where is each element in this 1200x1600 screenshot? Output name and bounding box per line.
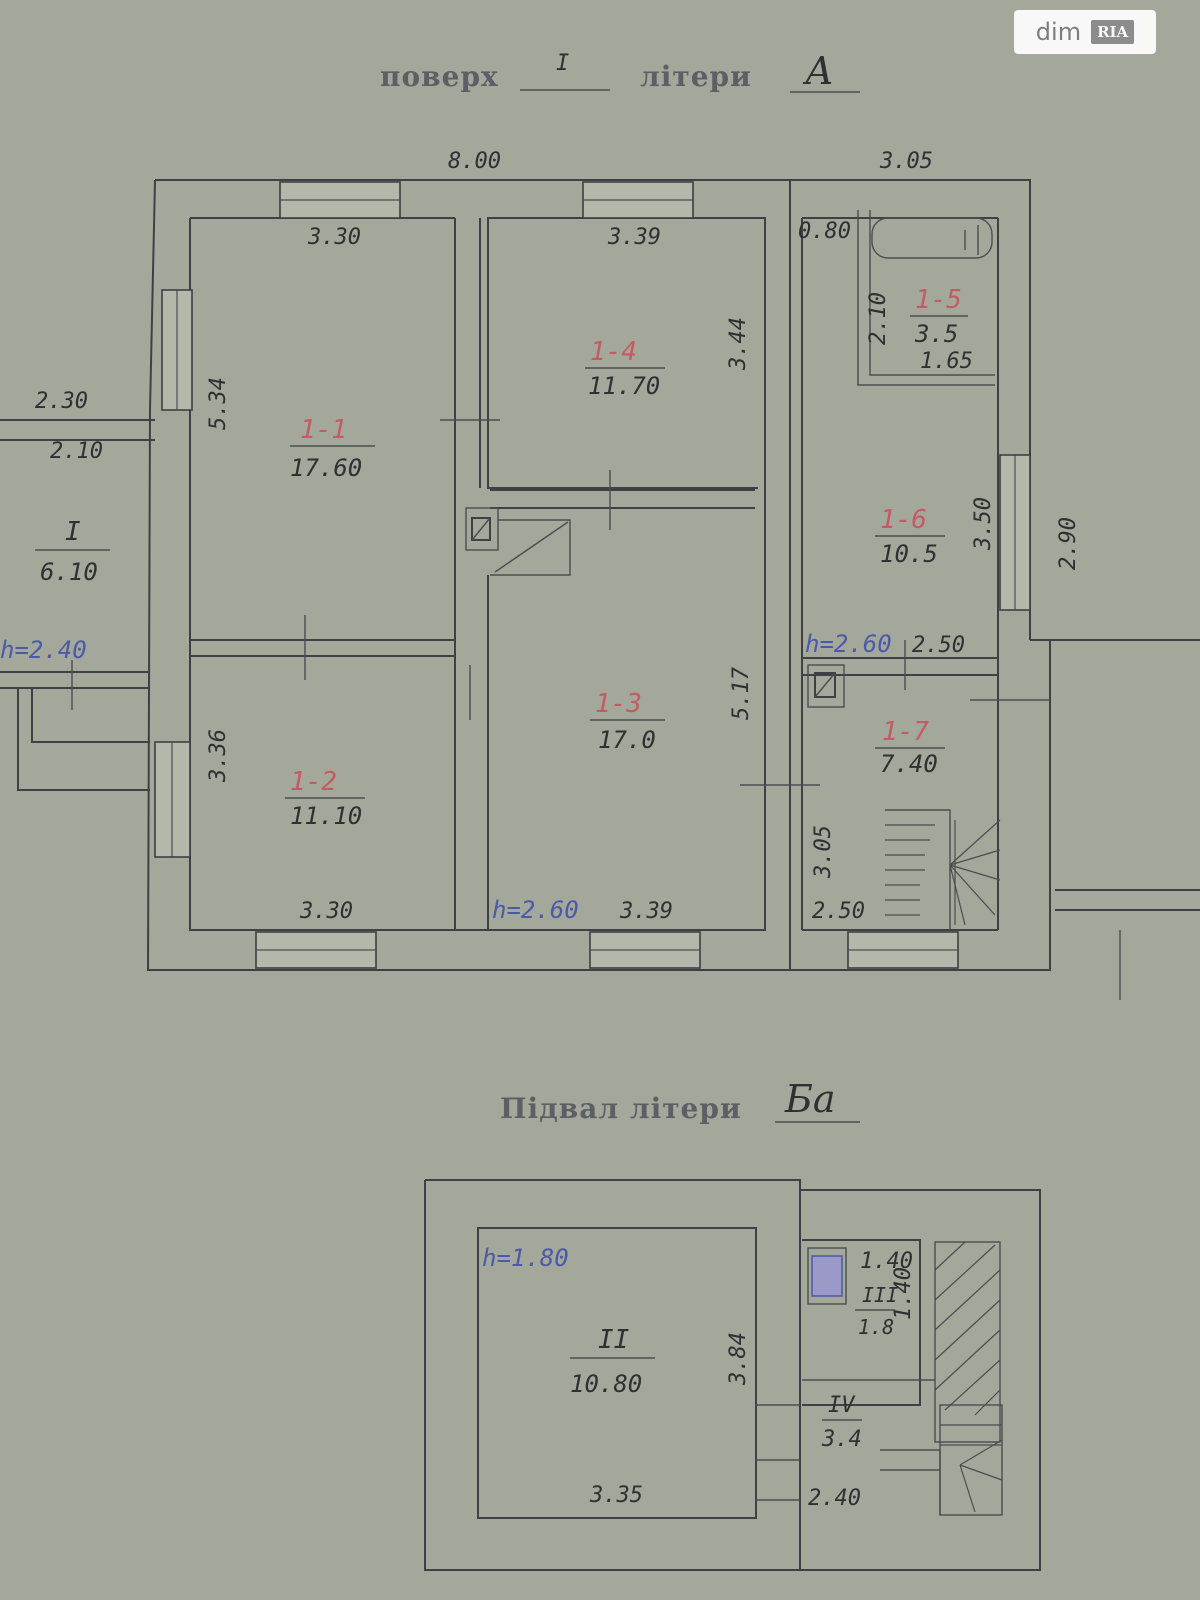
room-porch-I: I 6.10 — [35, 517, 110, 586]
svg-text:1-7: 1-7 — [882, 717, 929, 747]
svg-text:III: III — [862, 1283, 898, 1307]
dim-r12-side: 3.36 — [206, 729, 231, 783]
svg-text:1-1: 1-1 — [300, 415, 347, 445]
svg-text:II: II — [598, 1325, 629, 1355]
room-1-7: 1-7 7.40 — [875, 717, 945, 778]
svg-text:10.5: 10.5 — [880, 540, 938, 568]
floor-title-letter-word: літери — [640, 60, 752, 93]
dim-r15-bottom: 1.65 — [920, 349, 973, 374]
dim-r13-bottom: 3.39 — [619, 899, 673, 924]
floor-title-word: поверх — [380, 60, 499, 93]
dim-porch-top: 2.30 — [35, 389, 88, 414]
room-1-1: 1-1 17.60 — [290, 415, 375, 482]
watermark-badge: RIA — [1091, 20, 1135, 44]
dim-b3-top: 1.40 — [860, 1249, 913, 1274]
svg-text:1-5: 1-5 — [915, 285, 962, 315]
dim-r16-side: 3.50 — [971, 497, 996, 551]
svg-text:1-3: 1-3 — [595, 689, 642, 719]
dim-r11-top: 3.30 — [307, 225, 361, 250]
room-III: III 1.8 — [855, 1283, 898, 1339]
dim-r11-side: 5.34 — [206, 377, 231, 430]
svg-text:1-2: 1-2 — [290, 767, 337, 797]
basement-title: Підвал літери — [500, 1092, 742, 1125]
svg-text:10.80: 10.80 — [570, 1370, 642, 1398]
dim-r15-left: 0.80 — [798, 219, 851, 244]
dim-outer-right: 2.90 — [1056, 517, 1081, 570]
dim-b2-side: 3.84 — [726, 1332, 751, 1386]
watermark-brand: dim — [1035, 18, 1082, 46]
main-floor: 8.00 3.05 3.30 3.39 0.80 2.10 1.65 3.44 … — [0, 149, 1200, 1000]
room-II: II 10.80 — [570, 1325, 655, 1398]
dim-r12-bottom: 3.30 — [299, 899, 353, 924]
basement-title-letter: Ба — [784, 1077, 836, 1121]
dim-b3-side: 1.40 — [891, 1267, 916, 1320]
dim-r17-side: 3.05 — [811, 825, 836, 879]
basement: h=1.80 3.84 3.35 1.40 1.40 2.40 II 10.80… — [424, 1179, 1041, 1571]
dim-top-right: 3.05 — [879, 149, 933, 174]
height-r16: h=2.60 — [805, 630, 892, 658]
dim-r17-top: 2.50 — [912, 633, 965, 658]
room-1-6: 1-6 10.5 — [875, 505, 945, 568]
dim-top-total: 8.00 — [448, 149, 501, 174]
dim-r13-side: 5.17 — [729, 666, 754, 720]
height-porch: h=2.40 — [0, 636, 87, 664]
svg-text:11.10: 11.10 — [290, 802, 362, 830]
dim-r17-bottom: 2.50 — [812, 899, 865, 924]
svg-text:17.60: 17.60 — [290, 454, 362, 482]
svg-text:I: I — [65, 517, 81, 547]
room-IV: IV 3.4 — [821, 1393, 862, 1452]
floor-title-number: I — [556, 51, 569, 76]
svg-text:1-4: 1-4 — [590, 337, 637, 367]
room-1-2: 1-2 11.10 — [285, 767, 365, 830]
svg-text:11.70: 11.70 — [588, 372, 660, 400]
height-basement: h=1.80 — [482, 1244, 569, 1272]
dim-r14-side: 3.44 — [726, 317, 751, 371]
height-r13: h=2.60 — [492, 896, 579, 924]
svg-text:1-6: 1-6 — [880, 505, 927, 535]
dimria-watermark: dim RIA — [1014, 10, 1156, 54]
room-1-3: 1-3 17.0 — [590, 689, 665, 754]
svg-text:3.5: 3.5 — [914, 320, 958, 348]
svg-text:IV: IV — [828, 1393, 856, 1418]
svg-text:3.4: 3.4 — [821, 1427, 862, 1452]
svg-text:1.8: 1.8 — [858, 1315, 894, 1339]
dim-b4-bottom: 2.40 — [808, 1486, 861, 1511]
room-1-5: 1-5 3.5 — [910, 285, 968, 348]
dim-porch-inner: 2.10 — [50, 439, 103, 464]
svg-text:7.40: 7.40 — [880, 750, 938, 778]
room-1-4: 1-4 11.70 — [585, 337, 665, 400]
svg-text:6.10: 6.10 — [40, 558, 98, 586]
dim-r14-top: 3.39 — [607, 225, 661, 250]
floor-title-letter: А — [802, 49, 834, 93]
dim-b2-bottom: 3.35 — [589, 1483, 643, 1508]
dim-r15-side: 2.10 — [866, 292, 891, 345]
svg-text:17.0: 17.0 — [598, 726, 656, 754]
